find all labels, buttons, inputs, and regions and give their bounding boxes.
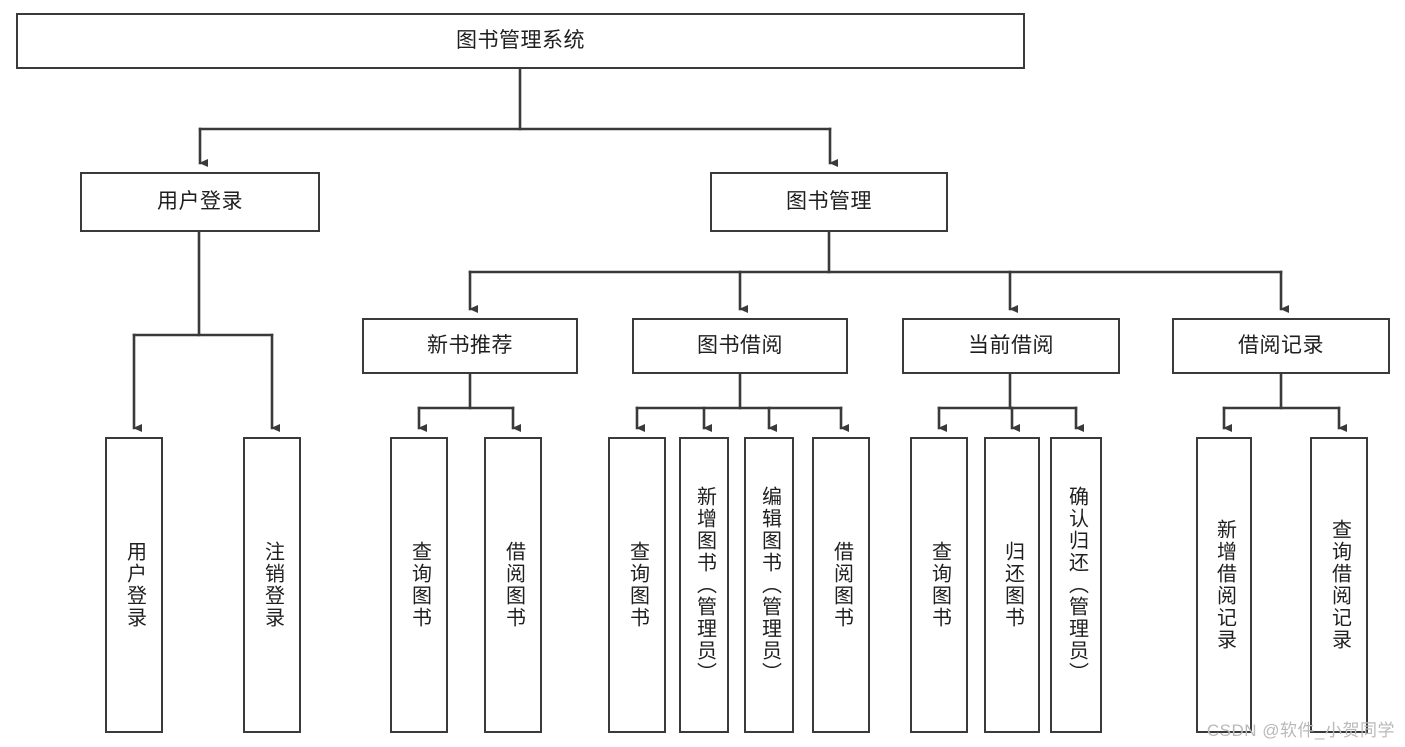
node-leaf-query-book-bb[interactable]: 查询图书	[608, 437, 666, 733]
node-borrow-record-label: 借阅记录	[1238, 334, 1324, 358]
node-root-label: 图书管理系统	[456, 29, 585, 53]
node-leaf-confirm-return-label: 确认归还（管理员）	[1065, 486, 1088, 684]
node-leaf-borrow-book-new-label: 借阅图书	[502, 541, 525, 629]
node-leaf-borrow-book-bb-label: 借阅图书	[830, 541, 853, 629]
node-book-manage-label: 图书管理	[786, 190, 872, 214]
node-current-borrow-label: 当前借阅	[968, 334, 1054, 358]
node-leaf-logout[interactable]: 注销登录	[243, 437, 301, 733]
node-leaf-edit-book-label: 编辑图书（管理员）	[758, 486, 781, 684]
node-book-borrow-label: 图书借阅	[697, 334, 783, 358]
node-leaf-query-record-label: 查询借阅记录	[1328, 519, 1351, 651]
node-leaf-confirm-return[interactable]: 确认归还（管理员）	[1050, 437, 1102, 733]
node-user-login[interactable]: 用户登录	[80, 172, 320, 232]
node-new-book-rec-label: 新书推荐	[427, 334, 513, 358]
node-leaf-borrow-book-new[interactable]: 借阅图书	[484, 437, 542, 733]
node-leaf-add-record-label: 新增借阅记录	[1213, 519, 1236, 651]
node-leaf-edit-book[interactable]: 编辑图书（管理员）	[744, 437, 794, 733]
node-new-book-rec[interactable]: 新书推荐	[362, 318, 578, 374]
node-leaf-borrow-book-bb[interactable]: 借阅图书	[812, 437, 870, 733]
csdn-watermark: CSDN @软件_小贺同学	[1206, 721, 1395, 740]
node-leaf-user-login[interactable]: 用户登录	[105, 437, 163, 733]
node-leaf-add-book-label: 新增图书（管理员）	[693, 486, 716, 684]
node-book-manage[interactable]: 图书管理	[710, 172, 948, 232]
node-leaf-query-book-new[interactable]: 查询图书	[390, 437, 448, 733]
node-current-borrow[interactable]: 当前借阅	[902, 318, 1120, 374]
node-leaf-query-book-new-label: 查询图书	[408, 541, 431, 629]
node-leaf-logout-label: 注销登录	[261, 541, 284, 629]
node-root[interactable]: 图书管理系统	[16, 13, 1025, 69]
node-leaf-return-book[interactable]: 归还图书	[984, 437, 1040, 733]
node-leaf-add-book[interactable]: 新增图书（管理员）	[679, 437, 729, 733]
node-book-borrow[interactable]: 图书借阅	[632, 318, 848, 374]
node-leaf-query-book-bb-label: 查询图书	[626, 541, 649, 629]
node-leaf-return-book-label: 归还图书	[1001, 541, 1024, 629]
node-leaf-query-record[interactable]: 查询借阅记录	[1310, 437, 1368, 733]
node-leaf-user-login-label: 用户登录	[123, 541, 146, 629]
node-leaf-add-record[interactable]: 新增借阅记录	[1196, 437, 1252, 733]
node-borrow-record[interactable]: 借阅记录	[1172, 318, 1390, 374]
node-user-login-label: 用户登录	[157, 190, 243, 214]
node-leaf-query-book-cb-label: 查询图书	[928, 541, 951, 629]
node-leaf-query-book-cb[interactable]: 查询图书	[910, 437, 968, 733]
